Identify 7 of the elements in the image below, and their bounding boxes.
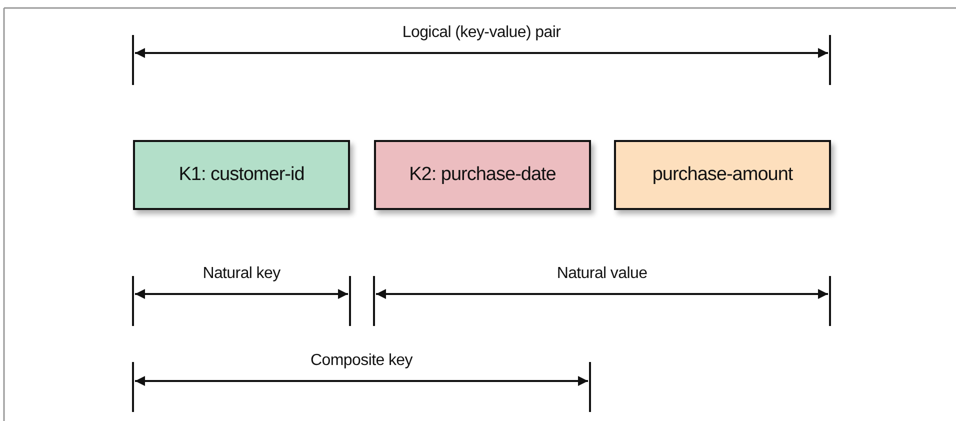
field-box: K2: purchase-date (374, 140, 591, 210)
dimension-label: Composite key (310, 352, 412, 370)
field-box: purchase-amount (614, 140, 831, 210)
dimension-label: Natural value (556, 265, 648, 283)
dimension-label: Logical (key-value) pair (402, 24, 561, 42)
field-box: K1: customer-id (133, 140, 350, 210)
dimension-label: Natural key (202, 265, 280, 283)
